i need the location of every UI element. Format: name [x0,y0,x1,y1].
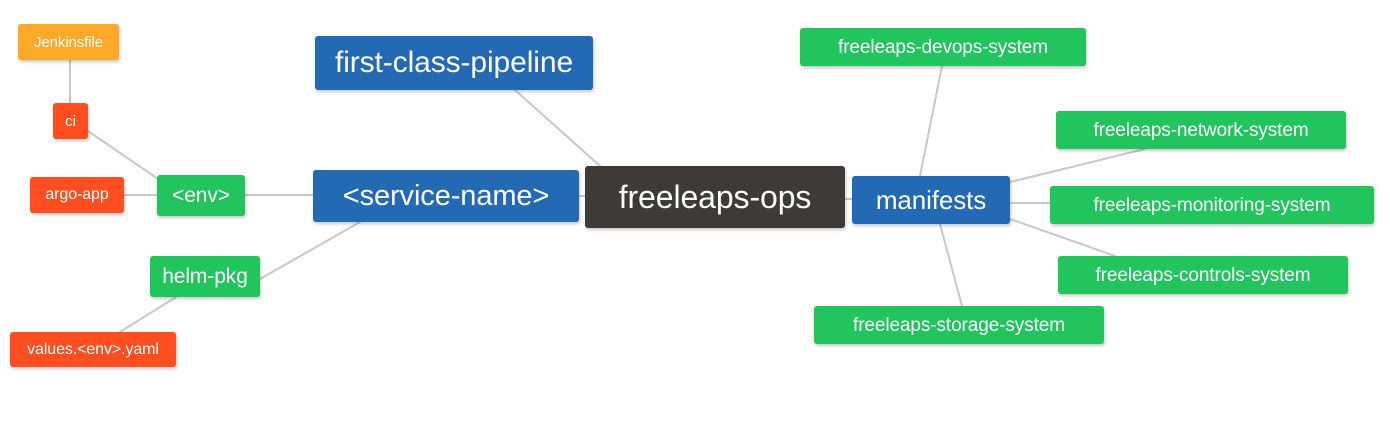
node-service-name[interactable]: <service-name> [313,170,579,222]
node-label: freeleaps-monitoring-system [1093,194,1331,216]
node-label: manifests [875,185,987,215]
node-helm-pkg[interactable]: helm-pkg [150,256,260,297]
node-label: freeleaps-network-system [1093,119,1309,141]
node-label: freeleaps-storage-system [853,314,1065,336]
edge-service-name-to-helm-pkg [259,221,361,280]
node-values-yaml[interactable]: values.<env>.yaml [10,332,176,367]
node-label: first-class-pipeline [334,46,574,79]
node-freeleaps-devops-system[interactable]: freeleaps-devops-system [800,28,1086,66]
node-freeleaps-monitoring-system[interactable]: freeleaps-monitoring-system [1050,186,1374,224]
node-freeleaps-storage-system[interactable]: freeleaps-storage-system [814,306,1104,344]
node-label: values.<env>.yaml [27,340,159,358]
edge-ci-to-env [87,130,162,182]
node-freeleaps-controls-system[interactable]: freeleaps-controls-system [1058,256,1348,294]
node-label: argo-app [45,186,109,203]
node-ci[interactable]: ci [53,103,88,139]
node-first-class-pipeline[interactable]: first-class-pipeline [315,36,593,90]
node-label: freeleaps-controls-system [1095,264,1311,286]
node-label: <env> [172,184,230,207]
node-argo-app[interactable]: argo-app [30,177,124,213]
edge-manifests-to-freeleaps-storage-system [939,223,963,307]
node-env[interactable]: <env> [157,175,245,216]
node-label: Jenkinsfile [34,33,103,51]
node-label: freeleaps-ops [618,179,812,215]
node-freeleaps-network-system[interactable]: freeleaps-network-system [1056,111,1346,149]
edge-manifests-to-freeleaps-controls-system [1009,218,1116,257]
node-label: helm-pkg [162,265,248,288]
edge-manifests-to-freeleaps-network-system [1009,148,1146,183]
node-label: ci [65,112,76,130]
node-label: freeleaps-devops-system [838,36,1048,58]
edge-manifests-to-freeleaps-devops-system [919,65,943,177]
node-jenkinsfile[interactable]: Jenkinsfile [18,24,119,60]
node-manifests[interactable]: manifests [852,176,1010,224]
node-freeleaps-ops[interactable]: freeleaps-ops [585,166,845,228]
node-label: <service-name> [342,179,550,212]
edge-first-class-pipeline-to-freeleaps-ops [514,89,601,167]
edge-helm-pkg-to-values-yaml [119,296,177,333]
